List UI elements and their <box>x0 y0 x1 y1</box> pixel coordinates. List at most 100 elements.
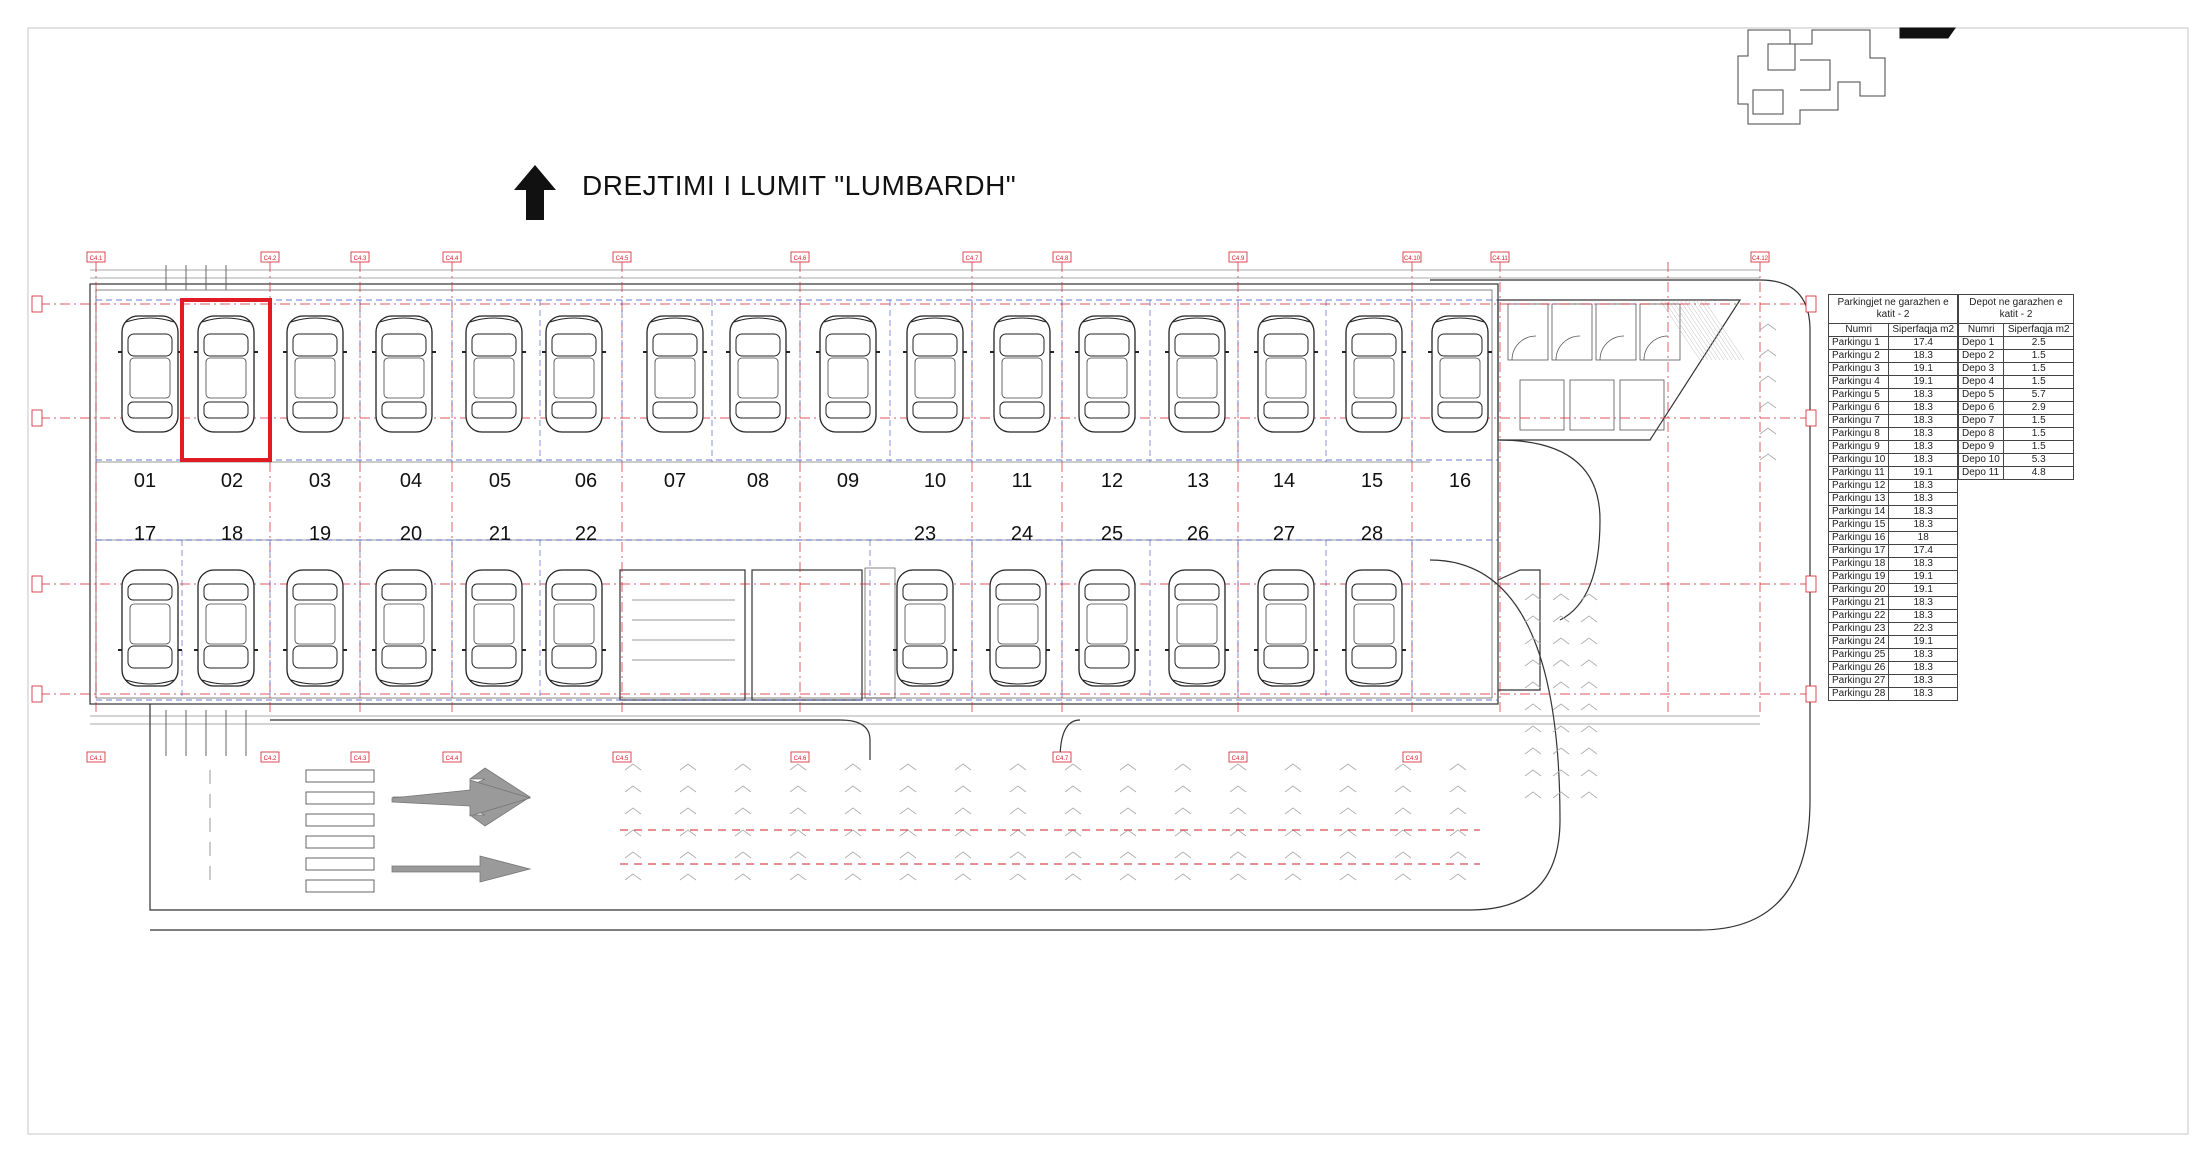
axis-tag: C4.1 <box>86 751 106 763</box>
parking-table-row-name: Parkingu 4 <box>1827 375 1890 389</box>
car-icon <box>372 569 436 687</box>
depot-table-row-name: Depo 4 <box>1957 375 2005 389</box>
sheet-frame <box>27 27 2189 1135</box>
parking-table-row-name: Parkingu 12 <box>1827 479 1890 493</box>
axis-tag-label: C4.9 <box>1232 256 1245 262</box>
parking-table-row-area: 18.3 <box>1888 414 1959 428</box>
axis-tag: C4.9 <box>1402 751 1422 763</box>
axis-tag-label: C4.1 <box>90 256 103 262</box>
car-icon <box>283 315 347 433</box>
parking-table-row-name: Parkingu 25 <box>1827 648 1890 662</box>
axis-tag-label: C4.8 <box>1232 756 1245 762</box>
axis-tag: C4.6 <box>790 751 810 763</box>
parking-table-row-name: Parkingu 21 <box>1827 596 1890 610</box>
depot-table-row-area: 2.5 <box>2003 336 2074 350</box>
depot-rooms <box>1507 299 1745 431</box>
car-icon <box>726 315 790 433</box>
parking-table-row-area: 18.3 <box>1888 648 1959 662</box>
crosswalk <box>165 265 375 893</box>
axis-tag-label: C4.7 <box>1056 756 1069 762</box>
guide-lines <box>96 299 1498 701</box>
parking-table-row-name: Parkingu 24 <box>1827 635 1890 649</box>
axis-tag-label: C4.9 <box>1406 756 1419 762</box>
axis-tag: C4.6 <box>790 251 810 263</box>
parking-number-label: 13 <box>1187 470 1209 492</box>
parking-number-label: 22 <box>575 523 597 545</box>
parking-table-caption: Parkingjet ne garazhen e katit - 2 <box>1828 294 1959 323</box>
parking-number-label: 09 <box>837 470 859 492</box>
axis-tag: C4.3 <box>350 751 370 763</box>
parking-table-row-name: Parkingu 11 <box>1827 466 1890 480</box>
depot-table-row-name: Depo 7 <box>1957 414 2005 428</box>
parking-table-row-name: Parkingu 3 <box>1827 362 1890 376</box>
axis-tag: C4.10 <box>1402 251 1422 263</box>
parking-area-table: Parkingjet ne garazhen e katit - 2 Numri… <box>1827 294 1959 701</box>
axis-tag-label: C4.7 <box>966 256 979 262</box>
car-icon <box>643 315 707 433</box>
car-icon <box>542 315 606 433</box>
car-icon <box>816 315 880 433</box>
parking-table-row-name: Parkingu 1 <box>1827 336 1890 350</box>
axis-tag: C4.2 <box>260 751 280 763</box>
car-icon <box>542 569 606 687</box>
parking-number-label: 02 <box>221 470 243 492</box>
parking-number-label: 23 <box>914 523 936 545</box>
parking-table-row-name: Parkingu 17 <box>1827 544 1890 558</box>
car-icon <box>1254 315 1318 433</box>
parking-table-row-name: Parkingu 5 <box>1827 388 1890 402</box>
parking-number-label: 04 <box>400 470 422 492</box>
axis-tag: C4.2 <box>260 251 280 263</box>
parking-number-label: 11 <box>1012 470 1033 492</box>
depot-table-row-area: 2.9 <box>2003 401 2074 415</box>
axis-tag: C4.9 <box>1228 251 1248 263</box>
parking-table-row-name: Parkingu 9 <box>1827 440 1890 454</box>
depot-table-row-name: Depo 1 <box>1957 336 2005 350</box>
parking-table-row-area: 17.4 <box>1888 544 1959 558</box>
car-icon <box>903 315 967 433</box>
parking-table-row-name: Parkingu 18 <box>1827 557 1890 571</box>
axis-tag-label: C4.3 <box>354 756 367 762</box>
axis-tag-label: C4.4 <box>446 756 459 762</box>
parking-table-row-area: 18.3 <box>1888 596 1959 610</box>
parking-table-row-area: 18.3 <box>1888 492 1959 506</box>
parking-number-label: 14 <box>1273 470 1295 492</box>
axis-tag-label: C4.6 <box>794 256 807 262</box>
up-arrow-icon <box>514 165 556 220</box>
depot-table-row-name: Depo 11 <box>1957 466 2005 480</box>
parking-table-row-area: 19.1 <box>1888 375 1959 389</box>
parking-table-row-area: 18.3 <box>1888 388 1959 402</box>
parking-table-row-area: 18.3 <box>1888 661 1959 675</box>
parking-number-label: 16 <box>1449 470 1471 492</box>
car-icon <box>118 315 182 433</box>
parking-table-row-area: 18.3 <box>1888 505 1959 519</box>
car-icon <box>283 569 347 687</box>
parking-table-row-area: 18.3 <box>1888 401 1959 415</box>
parking-number-label: 20 <box>400 523 422 545</box>
road-dashed-lines <box>209 770 1480 880</box>
car-icon <box>194 569 258 687</box>
axis-tag-label: C4.2 <box>264 256 277 262</box>
parking-table-row-area: 18.3 <box>1888 453 1959 467</box>
depot-table-row-area: 5.3 <box>2003 453 2074 467</box>
axis-tag-label: C4.1 <box>90 756 103 762</box>
parking-table-row-name: Parkingu 16 <box>1827 531 1890 545</box>
parking-table-row-name: Parkingu 2 <box>1827 349 1890 363</box>
parking-number-label: 12 <box>1101 470 1123 492</box>
traffic-arrow-icon <box>391 767 532 883</box>
parking-table-row-name: Parkingu 26 <box>1827 661 1890 675</box>
depot-table-row-area: 5.7 <box>2003 388 2074 402</box>
